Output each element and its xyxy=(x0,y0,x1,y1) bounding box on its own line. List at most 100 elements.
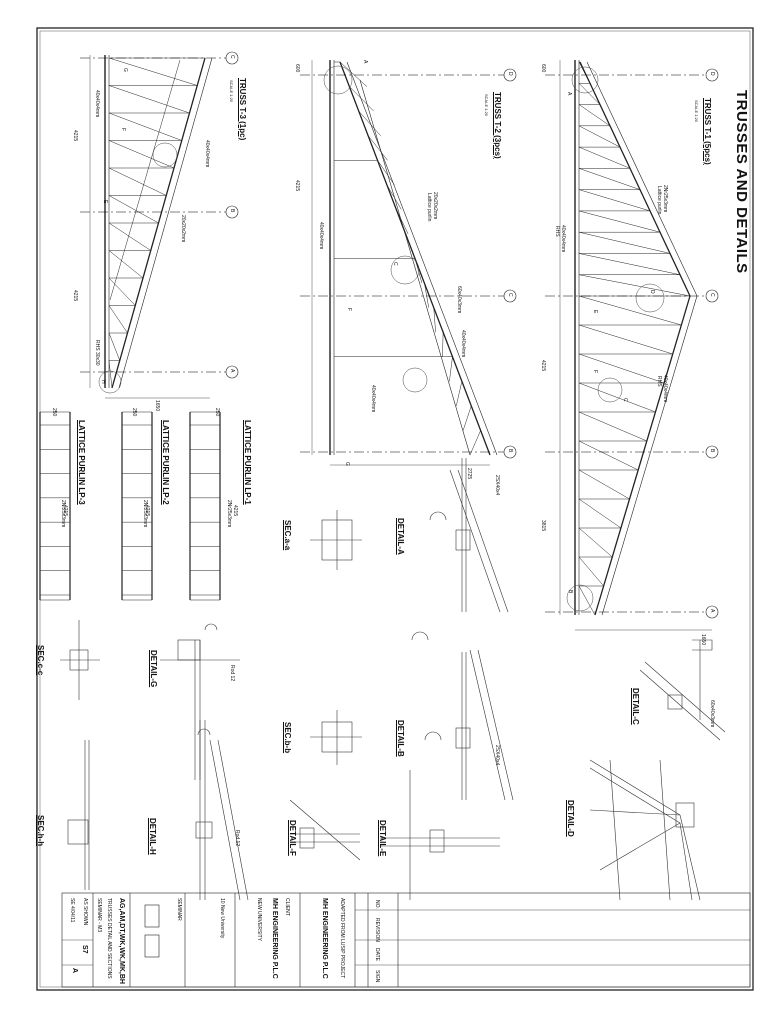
node-c-t1: C xyxy=(622,398,628,402)
grid-letter-c-t1: C xyxy=(709,293,715,297)
grid-letter-c-t3: C xyxy=(229,55,235,59)
note-t2-6: 40x40x4mm xyxy=(370,385,376,413)
tb-rev-head-no: NO. xyxy=(374,900,380,909)
node-f-t2: F xyxy=(346,308,352,312)
dim-bay2-t3: 4215 xyxy=(72,290,78,302)
truss-t2-grid-bubbles xyxy=(503,68,517,459)
note-t1-3: 40x40x4mm xyxy=(560,225,566,253)
node-e-t1: E xyxy=(592,310,598,314)
note-t3-3: 40x40x4mm xyxy=(94,90,100,118)
note-t3-1: 40x40x4mm xyxy=(204,140,210,168)
node-a-t2: A xyxy=(362,60,368,64)
truss-t2-drawing xyxy=(300,60,510,466)
node-g-t2: G xyxy=(344,462,350,466)
tb-drawn-by-2: MH ENGINEERING P.L.C xyxy=(271,898,278,979)
grid-letter-a-t1: A xyxy=(709,609,715,613)
tb-rev-head-date: DATE xyxy=(374,948,380,961)
detail-c-title: DETAIL-C xyxy=(631,688,640,725)
grid-letter-b-t1: B xyxy=(709,449,715,453)
detail-e-title: DETAIL-E xyxy=(378,820,387,857)
note-t2-2: Lattice purlin xyxy=(426,193,432,222)
node-e-t3: E xyxy=(102,200,108,204)
truss-t2-scale: SCALE 1:20 xyxy=(484,94,489,117)
truss-t2-title: TRUSS T-2 (3pcs) xyxy=(493,92,502,159)
tb-sheet-title: SEMINAR - M3 xyxy=(96,898,102,933)
dim-bay1-t2: 4215 xyxy=(294,180,300,192)
dim-purlin-len-1: 4215 xyxy=(232,505,238,517)
tb-building: SEMINAR xyxy=(176,898,182,921)
tb-project: 10 New University xyxy=(219,898,225,939)
note-t1-2: Lattice purlin xyxy=(656,186,662,215)
truss-t2-detail-circles xyxy=(323,65,428,393)
note-detail-g: Rod 12 xyxy=(229,665,235,682)
grid-letter-a-t3: A xyxy=(229,369,235,373)
section-hh-title: SEC.h-h xyxy=(36,815,45,847)
note-t2-5: 40x40x4mm xyxy=(460,330,466,358)
dim-bay1-t3: 4215 xyxy=(72,130,78,142)
node-g-t3: G xyxy=(122,68,128,72)
section-bb-title: SEC.b-b xyxy=(283,722,292,754)
dim-purlin-spacing-3: 250 xyxy=(51,408,57,417)
detail-b-title: DETAIL-B xyxy=(396,720,405,757)
note-t3-4: RHS 30x30 xyxy=(94,340,100,366)
tb-scale: AS SHOWN xyxy=(82,898,88,926)
dim-bay2-t1: 3815 xyxy=(540,520,546,532)
truss-t3-drawing xyxy=(80,55,232,399)
tb-sheet-no: S7 xyxy=(81,945,88,954)
sheet-border xyxy=(36,27,754,991)
section-aa-title: SEC.a-a xyxy=(283,520,292,551)
node-h-t3: H xyxy=(100,380,106,384)
grid-letter-b-t2: B xyxy=(507,449,513,453)
truss-t3-title: TRUSS T-3 (1pc) xyxy=(238,78,247,141)
note-t2-4: 60x40x3mm xyxy=(456,286,462,314)
lattice-purlins xyxy=(39,411,221,601)
tb-drawn-by: MH ENGINEERING P.L.C xyxy=(321,898,328,979)
note-lp1: 2Nr25x3mm xyxy=(226,500,232,528)
note-detail-a: 2SX40x4 xyxy=(494,475,500,496)
grid-letter-c-t2: C xyxy=(507,293,513,297)
tb-team: AG,AM,DT,WK,WK,MK,BH xyxy=(118,898,125,984)
dim-bay1-t1: 4215 xyxy=(540,360,546,372)
detail-a-title: DETAIL-A xyxy=(396,518,405,555)
note-t2-3: 40x40x4mm xyxy=(318,222,324,250)
dim-panel-t1: 600 xyxy=(540,64,546,73)
purlin-lp2-title: LATTICE PURLIN LP-2 xyxy=(161,420,170,505)
title-block xyxy=(61,892,751,988)
node-f-t1: F xyxy=(592,370,598,374)
note-t1-1: 2Nr25x3mm xyxy=(662,185,668,213)
dim-span-t1: 1650 xyxy=(700,634,706,646)
truss-t1-title: TRUSS T-1 (5pcs) xyxy=(703,98,712,165)
tb-rev-head-rev: REVISION xyxy=(374,918,380,942)
node-d-t1: D xyxy=(649,290,655,294)
detail-g-title: DETAIL-G xyxy=(149,650,158,688)
dim-purlin-spacing-1: 250 xyxy=(214,408,220,417)
note-t1-5: 40x40x4mm xyxy=(662,375,668,403)
purlin-lp3-title: LATTICE PURLIN LP-3 xyxy=(77,420,86,505)
tb-drawing-no: SE 4/04/11 xyxy=(69,898,75,923)
dim-panel-t2: 600 xyxy=(294,64,300,73)
detail-d-title: DETAIL-D xyxy=(566,800,575,837)
tb-rev-head-sign: SIGN xyxy=(374,970,380,983)
dim-purlin-spacing-2: 250 xyxy=(131,408,137,417)
main-title: TRUSSES AND DETAILS xyxy=(733,90,750,274)
truss-t3-scale: SCALE 1:20 xyxy=(229,80,234,103)
note-detail-c: 60x40x3mm xyxy=(709,700,715,728)
node-c-t2: C xyxy=(392,262,398,266)
note-lp2: 2Nr25x3mm xyxy=(142,500,148,528)
tb-adapted: ADAPTED FROM LUSIP PROJECT xyxy=(339,898,345,979)
tb-client: NEW UNIVERSITY xyxy=(256,898,262,942)
detail-h-title: DETAIL-H xyxy=(148,818,157,855)
tb-drawing-title: TRUSSES DETAIL AND SECTIONS xyxy=(106,898,112,979)
note-t1-6: RHS xyxy=(656,376,662,387)
purlin-lp1-title: LATTICE PURLIN LP-1 xyxy=(243,420,252,505)
note-t2-1: 20x20x2mm xyxy=(432,192,438,220)
grid-letter-b-t3: B xyxy=(229,209,235,213)
node-f-t3: F xyxy=(120,128,126,132)
node-a-t1: A xyxy=(566,92,572,96)
truss-t1-detail-circles xyxy=(566,66,665,612)
dim-span-t3: 1650 xyxy=(154,400,160,412)
truss-t3-detail-circles xyxy=(98,142,178,394)
truss-t3-grid-bubbles xyxy=(225,51,239,379)
truss-t1-grid-bubbles xyxy=(705,68,719,619)
